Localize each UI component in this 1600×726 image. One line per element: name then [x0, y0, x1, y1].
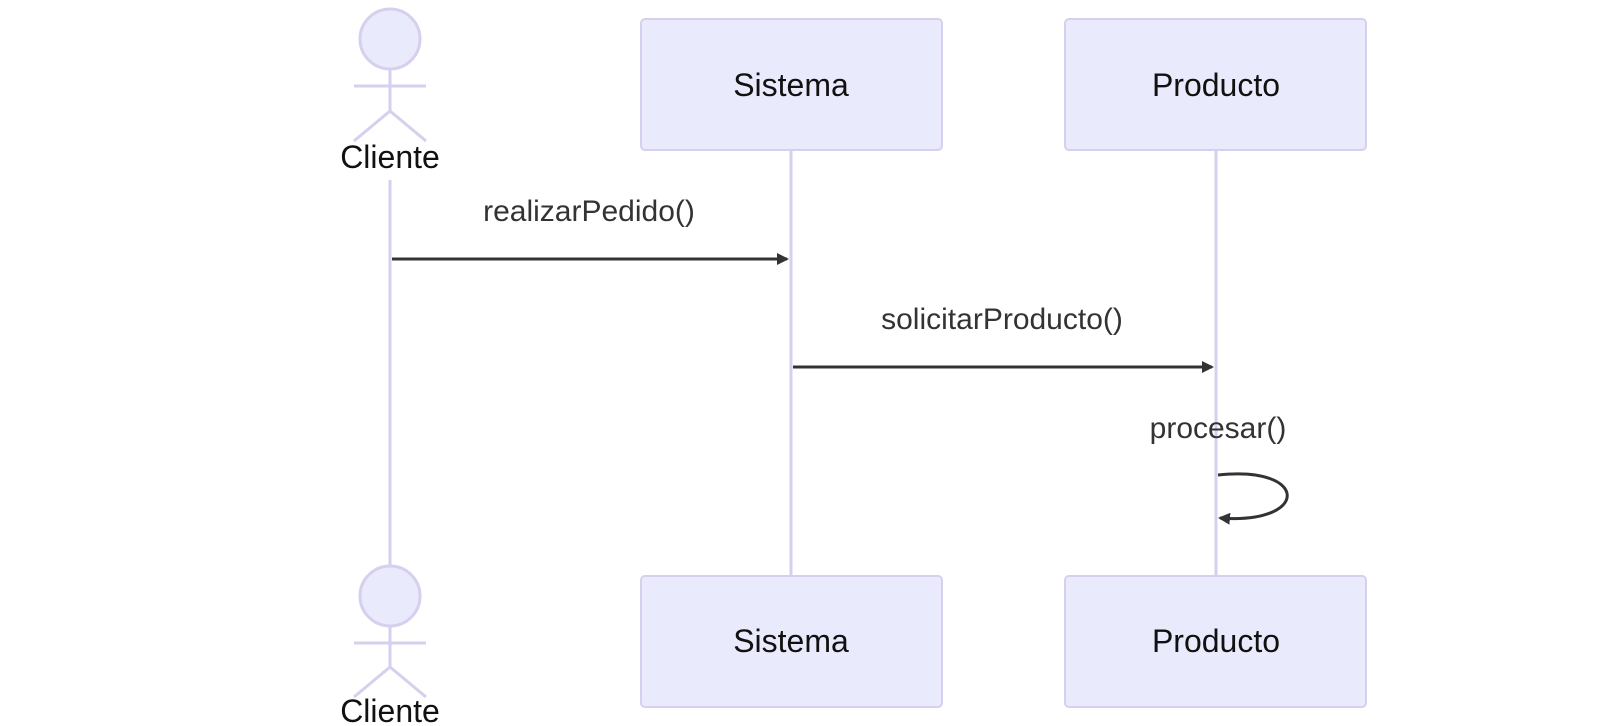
actor-leg-right [389, 109, 427, 143]
actor-label-top: Cliente [340, 139, 440, 175]
participant-sistema-bottom: Sistema [640, 575, 943, 708]
actor-leg-left [353, 665, 391, 699]
actor-cliente-top: Cliente [340, 7, 440, 175]
participant-box [640, 18, 943, 151]
actor-head [358, 7, 422, 71]
participant-box [1064, 18, 1367, 151]
actor-label-bottom: Cliente [340, 693, 440, 726]
participant-label: Sistema [733, 67, 849, 103]
participant-producto-top: Producto [1064, 18, 1367, 151]
message-label: realizarPedido() [483, 195, 695, 228]
actor-leg-left [353, 109, 391, 143]
participant-producto-bottom: Producto [1064, 575, 1367, 708]
message-realizar-pedido: realizarPedido() [392, 195, 789, 265]
participant-box [640, 575, 943, 708]
participant-label: Producto [1152, 67, 1280, 103]
message-procesar: procesar() [1150, 412, 1289, 525]
message-label: procesar() [1150, 412, 1287, 445]
message-solicitar-producto: solicitarProducto() [793, 303, 1214, 373]
participant-label: Producto [1152, 623, 1280, 659]
actor-head [358, 564, 422, 628]
self-message-arrow [1217, 472, 1289, 525]
message-label: solicitarProducto() [881, 303, 1123, 336]
actor-cliente-bottom: Cliente [340, 564, 440, 726]
participant-box [1064, 575, 1367, 708]
participant-label: Sistema [733, 623, 849, 659]
participant-sistema-top: Sistema [640, 18, 943, 151]
actor-leg-right [389, 665, 427, 699]
